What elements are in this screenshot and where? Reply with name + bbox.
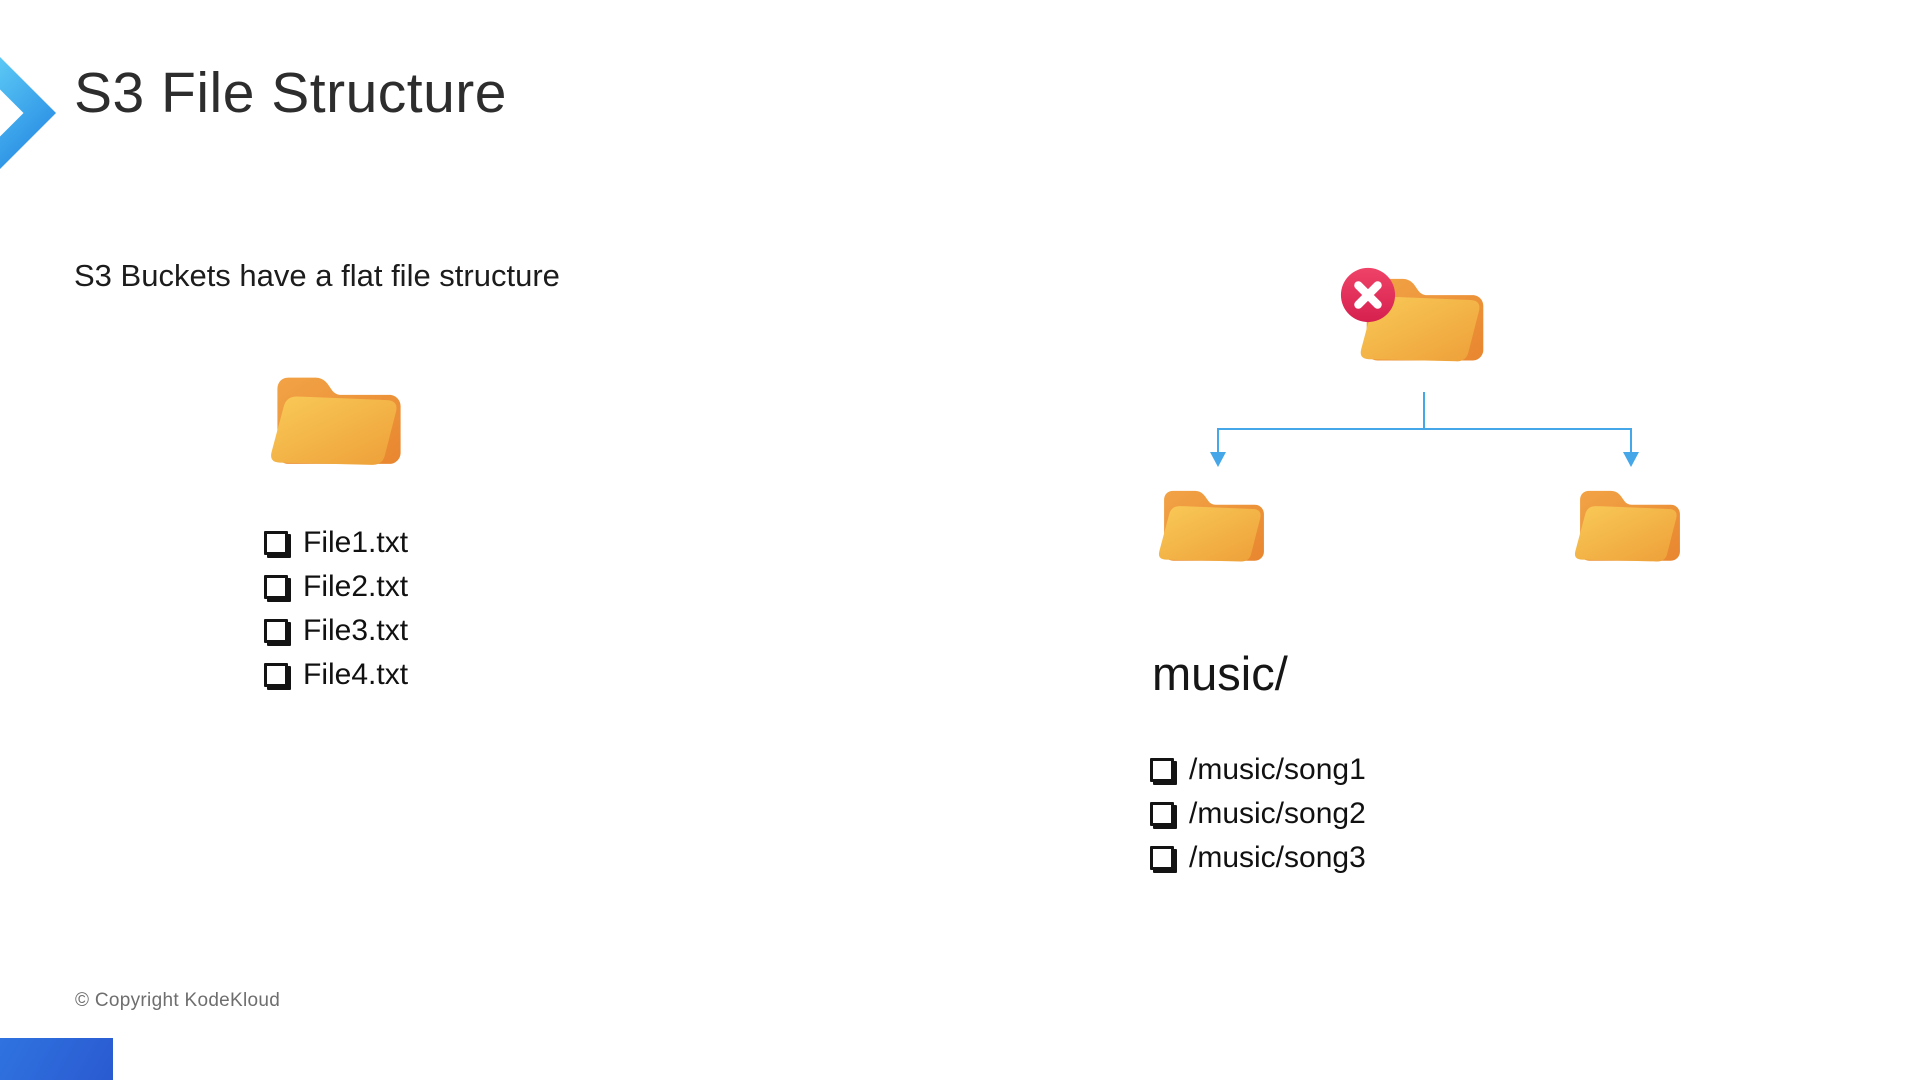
connector-drop-right xyxy=(1630,429,1632,453)
checkbox-bullet-icon xyxy=(1150,846,1174,870)
checkbox-bullet-icon xyxy=(1150,758,1174,782)
arrow-down-icon xyxy=(1210,452,1226,467)
chevron-accent-icon xyxy=(0,57,56,169)
arrow-down-icon xyxy=(1623,452,1639,467)
copyright-text: © Copyright KodeKloud xyxy=(75,990,281,1011)
file-name: File1.txt xyxy=(303,526,409,559)
cross-badge-icon xyxy=(1340,267,1396,323)
folder-path-label: music/ xyxy=(1152,647,1288,700)
list-item: File3.txt xyxy=(264,609,408,653)
connector-stem xyxy=(1423,392,1425,429)
list-item: File4.txt xyxy=(264,653,408,697)
list-item: /music/song2 xyxy=(1150,792,1366,836)
page-title: S3 File Structure xyxy=(74,61,507,125)
slide-subtitle: S3 Buckets have a flat file structure xyxy=(74,258,560,293)
list-item: File2.txt xyxy=(264,565,408,609)
nested-file-list: /music/song1 /music/song2 /music/song3 xyxy=(1150,748,1366,880)
checkbox-bullet-icon xyxy=(264,663,288,687)
list-item: /music/song1 xyxy=(1150,748,1366,792)
list-item: File1.txt xyxy=(264,521,408,565)
bottom-bar-accent xyxy=(0,1038,113,1080)
folder-icon-child xyxy=(1574,490,1680,562)
checkbox-bullet-icon xyxy=(264,619,288,643)
file-name: /music/song3 xyxy=(1189,841,1366,874)
file-name: File4.txt xyxy=(303,658,409,691)
flat-file-list: File1.txt File2.txt File3.txt File4.txt xyxy=(264,521,408,697)
file-name: /music/song1 xyxy=(1189,753,1366,786)
file-name: File3.txt xyxy=(303,614,409,647)
connector-bar xyxy=(1217,428,1632,430)
checkbox-bullet-icon xyxy=(264,575,288,599)
checkbox-bullet-icon xyxy=(264,531,288,555)
list-item: /music/song3 xyxy=(1150,836,1366,880)
folder-icon xyxy=(271,377,401,465)
file-name: File2.txt xyxy=(303,570,409,603)
connector-drop-left xyxy=(1217,429,1219,453)
checkbox-bullet-icon xyxy=(1150,802,1174,826)
folder-icon-music xyxy=(1158,490,1264,562)
file-name: /music/song2 xyxy=(1189,797,1366,830)
